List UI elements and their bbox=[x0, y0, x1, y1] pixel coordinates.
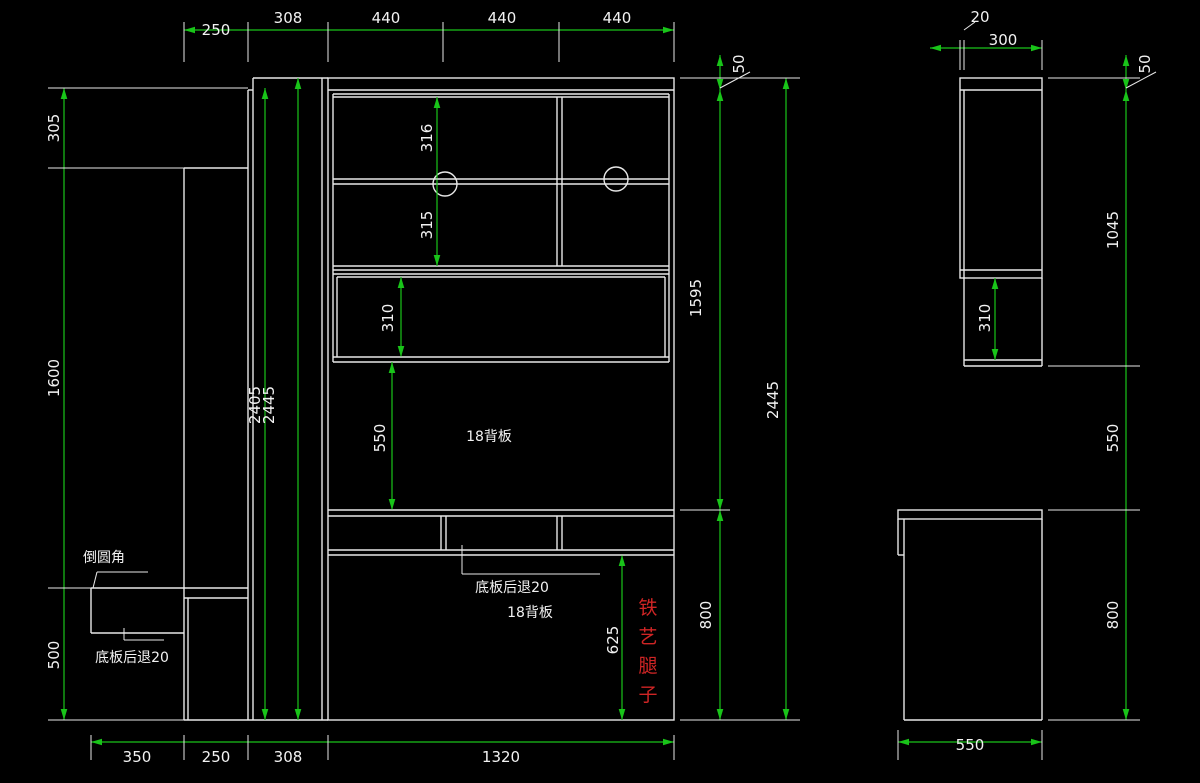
side-top-dimensions: 20 300 50 bbox=[930, 8, 1157, 90]
shelf-dimensions: 316 315 310 550 625 bbox=[371, 97, 650, 720]
side-top-dim-20: 20 bbox=[970, 8, 989, 26]
left-dimensions: 305 1600 500 bbox=[45, 87, 248, 721]
iron-legs-char-4: 子 bbox=[638, 684, 657, 706]
top-dim-2: 308 bbox=[274, 9, 303, 27]
left-dim-500: 500 bbox=[45, 641, 63, 670]
top-dim-4: 440 bbox=[488, 9, 517, 27]
side-post bbox=[247, 77, 328, 721]
iron-legs-char-2: 艺 bbox=[638, 626, 657, 648]
round-corner-label: 倒圆角 bbox=[83, 550, 125, 566]
bottom-dim-308: 308 bbox=[274, 748, 303, 766]
left-dim-305: 305 bbox=[45, 114, 63, 143]
shelf-dim-310: 310 bbox=[379, 304, 397, 333]
left-dim-1600: 1600 bbox=[45, 359, 63, 397]
right-dimensions: 1595 800 2445 bbox=[680, 77, 800, 721]
narrow-panel bbox=[90, 167, 248, 721]
shelf-dim-315: 315 bbox=[418, 211, 436, 240]
side-view: 20 300 50 1045 310 550 800 550 bbox=[897, 8, 1157, 760]
right-dim-2445: 2445 bbox=[764, 381, 782, 419]
right-dim-1595: 1595 bbox=[687, 279, 705, 317]
bottom-dimensions: 350 250 308 1320 bbox=[90, 735, 675, 766]
top-dimensions: 250 308 440 440 440 50 bbox=[183, 9, 751, 90]
shelf-dim-625: 625 bbox=[604, 626, 622, 655]
shelf-dim-550: 550 bbox=[371, 424, 389, 453]
side-dim-550: 550 bbox=[1104, 424, 1122, 453]
back-panel-label: 18背板 bbox=[466, 429, 512, 445]
bottom-dim-350: 350 bbox=[123, 748, 152, 766]
iron-legs-char-3: 腿 bbox=[638, 655, 657, 677]
bottom-recess-left-label: 底板后退20 bbox=[95, 650, 169, 666]
back-panel-label-2: 18背板 bbox=[507, 605, 553, 621]
side-outline bbox=[897, 77, 1043, 721]
side-dim-310: 310 bbox=[976, 304, 994, 333]
top-dim-1: 250 bbox=[202, 21, 231, 39]
iron-legs-char-1: 铁 bbox=[638, 597, 657, 619]
top-dim-5: 440 bbox=[603, 9, 632, 27]
side-top-dim-300: 300 bbox=[989, 31, 1018, 49]
post-dim-2445: 2445 bbox=[260, 386, 278, 424]
side-dim-1045: 1045 bbox=[1104, 211, 1122, 249]
cable-hole-left bbox=[432, 171, 458, 197]
annotations: 18背板 18背板 底板后退20 倒圆角 底板后退20 铁 艺 腿 子 bbox=[83, 429, 658, 706]
front-view: 250 308 440 440 440 50 305 1600 500 2405… bbox=[45, 9, 800, 766]
bottom-dim-250: 250 bbox=[202, 748, 231, 766]
bottom-dim-1320: 1320 bbox=[482, 748, 520, 766]
post-dim-2405: 2405 bbox=[246, 386, 264, 424]
top-right-dim: 50 bbox=[730, 54, 748, 73]
bottom-recess-label: 底板后退20 bbox=[475, 580, 549, 596]
post-dimensions: 2405 2445 bbox=[246, 78, 302, 720]
side-bottom-dimension: 550 bbox=[897, 730, 1043, 760]
side-bottom-dim-550: 550 bbox=[956, 736, 985, 754]
cable-hole-right bbox=[603, 166, 629, 192]
cabinet-outline bbox=[327, 77, 675, 721]
right-dim-800: 800 bbox=[697, 601, 715, 630]
side-right-dimensions: 1045 310 550 800 bbox=[976, 77, 1140, 721]
shelf-dim-316: 316 bbox=[418, 124, 436, 153]
top-dim-3: 440 bbox=[372, 9, 401, 27]
side-dim-800: 800 bbox=[1104, 601, 1122, 630]
side-top-right-dim: 50 bbox=[1136, 54, 1154, 73]
